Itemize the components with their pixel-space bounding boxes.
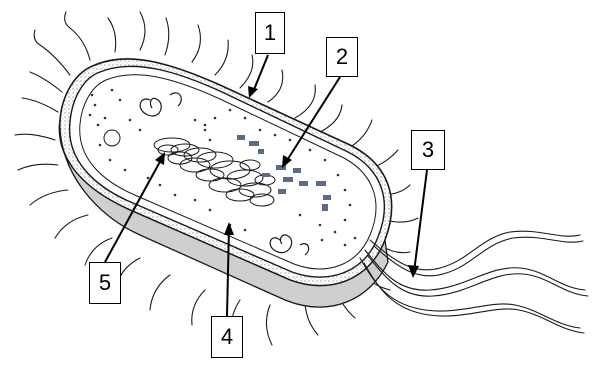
label-5: 5	[89, 262, 121, 304]
label-4: 4	[211, 316, 243, 358]
label-1: 1	[255, 12, 285, 54]
flagella	[360, 231, 588, 333]
label-2: 2	[326, 37, 358, 77]
inclusion-body	[104, 130, 120, 146]
label-3: 3	[411, 130, 445, 170]
